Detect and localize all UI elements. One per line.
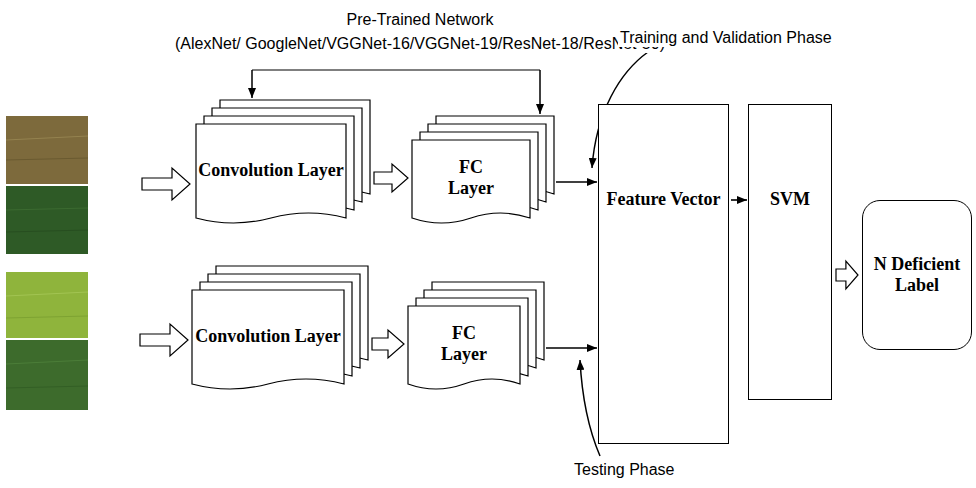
leaf-vein <box>6 316 88 318</box>
layer-sheet <box>412 140 530 223</box>
node-label: N Deficient Label <box>870 254 964 295</box>
fc-stack: FC Layer <box>412 140 530 224</box>
leaf-image <box>6 116 88 184</box>
node-label: Convolution Layer <box>198 160 344 181</box>
leaf-image <box>6 186 88 254</box>
leaf-vein <box>6 360 88 364</box>
convolution-stack: Convolution Layer <box>196 124 346 224</box>
block-arrow <box>374 164 408 192</box>
node-label: Convolution Layer <box>195 326 341 347</box>
leaf-images <box>6 116 88 410</box>
bracket-arrow <box>251 70 253 98</box>
node-label: FC Layer <box>438 157 504 198</box>
flow-arrow <box>546 347 597 349</box>
block-arrow <box>836 261 858 289</box>
node-label: SVM <box>770 189 810 210</box>
phase-label: Testing Phase <box>572 460 677 479</box>
flow-arrow <box>556 181 597 183</box>
network-heading: Pre-Trained Network <box>344 10 495 29</box>
leaf-image <box>6 272 88 338</box>
input-arrow <box>140 324 188 356</box>
leaf-image <box>6 340 88 410</box>
network-heading: (AlexNet/ GoogleNet/VGGNet-16/VGGNet-19/… <box>173 34 667 53</box>
node-label: Feature Vector <box>606 189 720 210</box>
phase-pointer <box>580 360 600 456</box>
bracket-arrow <box>539 70 541 114</box>
leaf-vein <box>6 158 88 160</box>
node-label: FC Layer <box>431 323 497 364</box>
output-box: N Deficient Label <box>862 200 972 350</box>
leaf-vein <box>6 230 88 232</box>
leaf-vein <box>6 208 88 210</box>
leaf-vein <box>6 386 88 388</box>
phase-label: Training and Validation Phase <box>618 28 834 47</box>
bracket-line <box>252 69 540 70</box>
leaf-vein <box>6 136 88 140</box>
block-arrow <box>372 330 404 358</box>
convolution-stack: Convolution Layer <box>192 290 344 390</box>
feature-box: Feature Vector <box>598 104 729 444</box>
classifier-box: SVM <box>748 104 832 400</box>
flow-arrow <box>731 199 747 201</box>
layer-sheet <box>192 290 344 389</box>
leaf-vein <box>6 292 88 296</box>
layer-sheet <box>196 124 346 223</box>
fc-stack: FC Layer <box>408 306 520 390</box>
input-arrow <box>142 168 190 200</box>
layer-sheet <box>408 306 520 389</box>
